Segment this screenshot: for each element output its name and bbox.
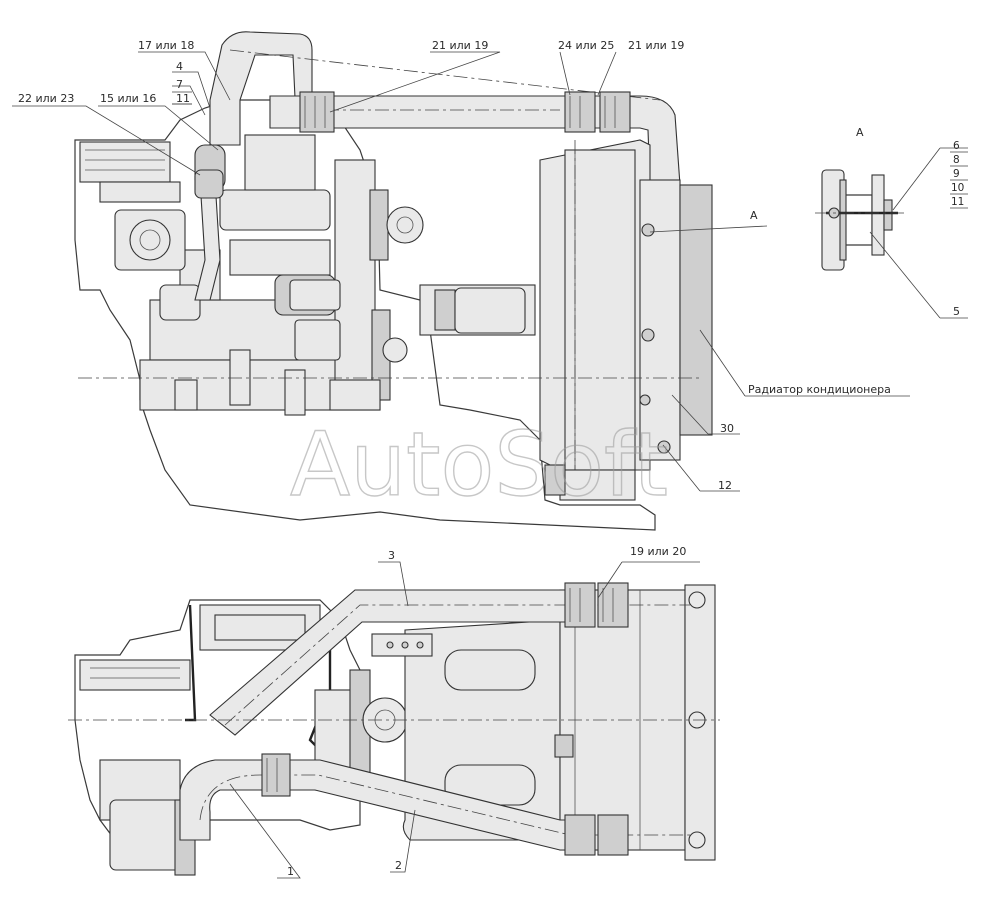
- callout-21-19-left: 21 или 19: [432, 39, 488, 52]
- callout-5: 5: [953, 305, 960, 318]
- detail-a-title: A: [856, 126, 864, 139]
- leader-lines: [12, 51, 968, 879]
- callout-a-view-marker: A: [750, 209, 758, 222]
- callout-15-16: 15 или 16: [100, 92, 156, 105]
- detail-a-view: [815, 169, 905, 271]
- callout-4: 4: [176, 60, 183, 73]
- callout-2: 2: [395, 859, 402, 872]
- callout-22-23: 22 или 23: [18, 92, 74, 105]
- top-view-radiator: [419, 139, 713, 501]
- callout-24-25: 24 или 25: [558, 39, 614, 52]
- callout-10: 10: [951, 182, 964, 194]
- callout-11-top: 11: [176, 92, 190, 105]
- callout-1: 1: [287, 865, 294, 878]
- callout-12: 12: [718, 479, 732, 492]
- callout-9: 9: [953, 168, 960, 180]
- callout-3: 3: [388, 549, 395, 562]
- callout-6: 6: [953, 140, 960, 152]
- callout-17-18: 17 или 18: [138, 39, 194, 52]
- callout-7: 7: [176, 78, 183, 91]
- callout-labels: 17 или 18 4 7 11 22 или 23 15 или 16 21 …: [18, 39, 964, 878]
- watermark-text: AutoSoft: [290, 413, 668, 516]
- callout-8: 8: [953, 154, 960, 166]
- callout-21-19-right: 21 или 19: [628, 39, 684, 52]
- callout-30: 30: [720, 422, 734, 435]
- callout-radiator-ac: Радиатор кондиционера: [748, 383, 891, 396]
- callout-19-20: 19 или 20: [630, 545, 686, 558]
- top-view-pipes: [194, 31, 681, 301]
- callout-11-detail: 11: [951, 196, 964, 208]
- bottom-view-pipes: [179, 582, 690, 856]
- bottom-view-engine: [74, 599, 408, 876]
